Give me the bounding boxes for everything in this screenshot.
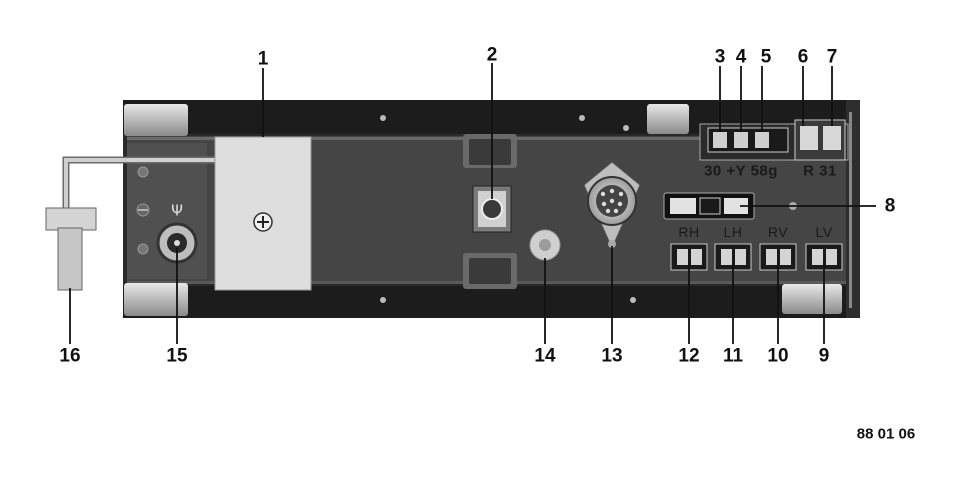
jack-socket	[481, 198, 503, 220]
antenna-plug-head	[45, 207, 97, 231]
callout-6: 6	[797, 46, 809, 68]
tab-bottom-left	[124, 283, 188, 316]
callout-3: 3	[714, 46, 726, 68]
terminal-block	[699, 119, 849, 161]
left-plate	[127, 143, 207, 279]
callout-4: 4	[735, 46, 747, 68]
callout-11: 11	[722, 345, 744, 367]
figure-code: 88 01 06	[856, 425, 916, 443]
jack-socket-group	[463, 134, 517, 289]
tab-top-left	[124, 104, 188, 136]
antenna-plug-shaft	[57, 227, 83, 291]
callout-8: 8	[884, 195, 896, 217]
callout-12: 12	[678, 345, 700, 367]
speaker-label-lh: LH	[723, 224, 743, 240]
din-socket	[583, 161, 641, 250]
callout-5: 5	[760, 46, 772, 68]
callout-2: 2	[486, 44, 498, 66]
tab-top-mid	[647, 104, 689, 134]
callout-10: 10	[767, 345, 789, 367]
callout-16: 16	[59, 345, 81, 367]
antenna-cable	[45, 156, 215, 291]
mounting-tabs	[124, 104, 842, 316]
terminal-label-left: 30 +Y 58g	[704, 162, 778, 180]
callout-9: 9	[818, 345, 830, 367]
speaker-label-rh: RH	[678, 224, 700, 240]
speaker-label-lv: LV	[815, 224, 833, 240]
antenna-symbol: Ψ	[171, 201, 183, 220]
terminal-label-right: R 31	[803, 162, 837, 180]
tab-bottom-right	[782, 284, 842, 314]
bottom-rail	[123, 286, 860, 318]
callout-15: 15	[166, 345, 188, 367]
callout-7: 7	[826, 46, 838, 68]
cover-plate	[214, 136, 312, 291]
speaker-connectors	[670, 243, 843, 271]
callout-14: 14	[534, 345, 556, 367]
fuse-holder	[663, 192, 797, 220]
speaker-label-rv: RV	[767, 224, 789, 240]
leader-lines	[69, 63, 876, 344]
callout-1: 1	[257, 48, 269, 70]
callout-13: 13	[601, 345, 623, 367]
